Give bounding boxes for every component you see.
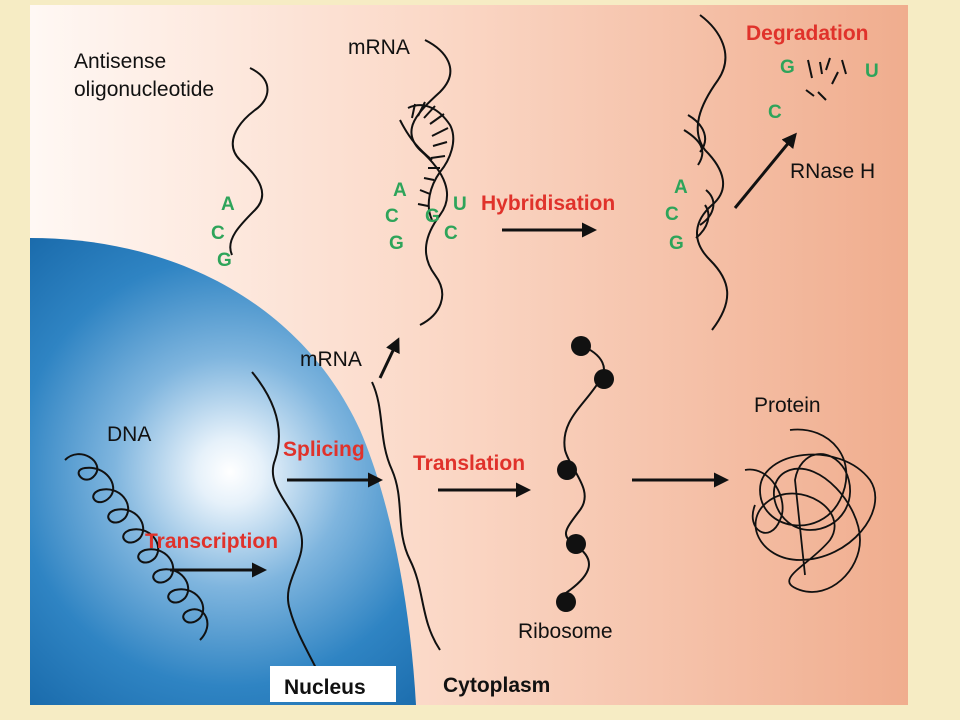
- dna-helix: [64, 453, 209, 641]
- mrna-mid-label: mRNA: [300, 348, 362, 371]
- cytoplasm-label: Cytoplasm: [443, 674, 550, 697]
- hybrid-base: G: [669, 233, 684, 254]
- rnase-h-label: RNase H: [790, 160, 875, 183]
- degraded-fragments: [805, 57, 847, 101]
- hybrid-base: A: [674, 177, 688, 198]
- antisense-base: A: [221, 194, 235, 215]
- nucleus-label-box: [270, 666, 396, 702]
- fragment-base: G: [780, 57, 795, 78]
- splicing-label: Splicing: [283, 438, 365, 461]
- antisense-fragment: [683, 114, 715, 239]
- hybrid-base: C: [665, 204, 679, 225]
- mrna-top-label: mRNA: [348, 36, 410, 59]
- oligonucleotide-label: oligonucleotide: [74, 78, 214, 101]
- mrna-base-left: A: [393, 180, 407, 201]
- hybrid-strand-right: [696, 14, 729, 331]
- translation-label: Translation: [413, 452, 525, 475]
- ribosome-bead: [556, 592, 576, 612]
- antisense-base: C: [211, 223, 225, 244]
- arrow-rnase: [733, 132, 797, 209]
- fragment-base: C: [768, 102, 782, 123]
- mrna-base-right: G: [425, 206, 440, 227]
- mrna-base-right: U: [453, 194, 467, 215]
- nucleus-label: Nucleus: [284, 676, 366, 699]
- antisense-base: G: [217, 250, 232, 271]
- mrna-base-left: G: [389, 233, 404, 254]
- mrna-strand: [371, 381, 441, 651]
- mrna-base-right: C: [444, 223, 458, 244]
- ribosome-label: Ribosome: [518, 620, 613, 643]
- ribosome-bead: [571, 336, 591, 356]
- protein-tangle: [744, 428, 877, 593]
- protein-label: Protein: [754, 394, 821, 417]
- transcription-label: Transcription: [145, 530, 278, 553]
- ribosome-bead: [566, 534, 586, 554]
- ribosome-bead: [557, 460, 577, 480]
- degradation-label: Degradation: [746, 22, 869, 45]
- pre-mrna-strand: [251, 371, 331, 701]
- antisense-label: Antisense: [74, 50, 166, 73]
- mrna-hybrid-strand: [410, 39, 452, 326]
- antisense-strand: [229, 67, 269, 256]
- fragment-base: U: [865, 61, 879, 82]
- hybridisation-label: Hybridisation: [481, 192, 615, 215]
- arrow-export: [378, 337, 400, 379]
- nucleus-region: [30, 238, 416, 705]
- hybrid-ladder: [399, 101, 455, 221]
- ribosome-bead: [594, 369, 614, 389]
- dna-label: DNA: [107, 423, 151, 446]
- mrna-base-left: C: [385, 206, 399, 227]
